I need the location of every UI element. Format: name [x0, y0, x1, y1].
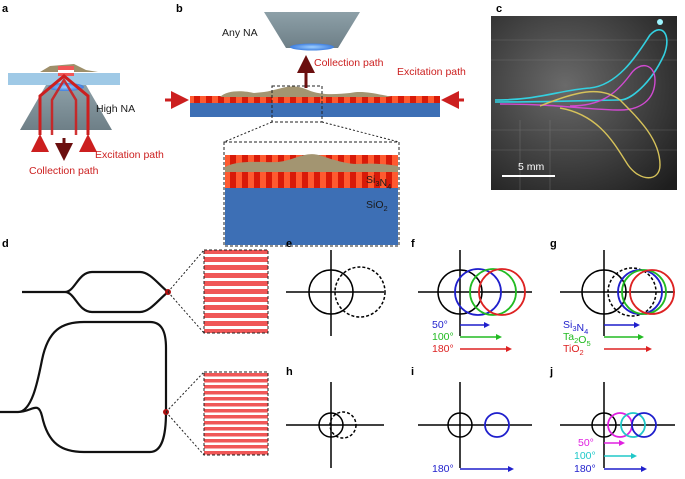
panel-i: i 180°: [411, 366, 532, 475]
zoom-inset: Si3N4 SiO2: [223, 141, 400, 247]
collection-label-a: Collection path: [29, 165, 99, 177]
panel-a: a High NA Excitation path Collection pat…: [2, 3, 164, 177]
panel-c: c 5 mm: [491, 3, 677, 190]
label-j-180: 180°: [574, 463, 596, 475]
label-tio2: TiO2: [563, 343, 584, 357]
core-label: Si3N4: [366, 174, 391, 191]
circle-180deg: [478, 268, 526, 316]
panel-label-i: i: [411, 366, 414, 378]
input-spot: [657, 19, 663, 25]
collection-label-b: Collection path: [314, 57, 384, 69]
label-100deg: 100°: [432, 331, 454, 343]
panel-d: d: [0, 238, 269, 456]
panel-label-f: f: [411, 238, 415, 250]
scale-label: 5 mm: [518, 161, 545, 173]
waveguide-core-strip: [190, 96, 440, 103]
panel-label-c: c: [496, 3, 502, 15]
panel-label-a: a: [2, 3, 9, 15]
circle-tio2: [629, 269, 675, 315]
any-na-objective: [264, 12, 360, 48]
interference-pattern-bottom: [203, 371, 269, 456]
panel-h: h: [286, 366, 384, 468]
panel-label-h: h: [286, 366, 293, 378]
circle-100deg: [469, 268, 517, 316]
panel-j: j 50° 100° 180°: [549, 366, 675, 475]
circle-ta2o5: [621, 269, 667, 315]
illumination-spot: [58, 66, 74, 76]
label-50deg: 50°: [432, 319, 448, 331]
panel-label-j: j: [549, 366, 553, 378]
panel-label-d: d: [2, 238, 9, 250]
chip-photo: [491, 16, 677, 190]
panel-label-e: e: [286, 238, 292, 250]
label-180deg: 180°: [432, 343, 454, 355]
panel-label-g: g: [550, 238, 557, 250]
sio2-layer: [225, 188, 398, 245]
zoom-box: [271, 85, 323, 123]
excitation-label-b: Excitation path: [397, 66, 466, 78]
substrate-strip: [190, 102, 440, 117]
panel-b: b Any NA Collection path Excitation path…: [165, 3, 466, 247]
circle-reference: [308, 269, 354, 315]
excitation-beam: [38, 74, 90, 135]
ring-waveguide-magenta: [499, 65, 656, 111]
label-i-180: 180°: [432, 463, 454, 475]
ring-waveguide-yellow: [539, 90, 661, 179]
panel-f: f 50° 100° 180°: [411, 238, 532, 355]
interference-pattern-top: [203, 249, 269, 334]
objective-label-b: Any NA: [222, 27, 258, 39]
label-j-50: 50°: [578, 437, 594, 449]
panel-label-b: b: [176, 3, 183, 15]
waveguide-interferometer-top: [22, 270, 170, 314]
excitation-label-a: Excitation path: [95, 149, 164, 161]
circle-j-100: [620, 412, 646, 438]
waveguide-interferometer-bottom: [0, 320, 168, 454]
circle-shifted: [334, 266, 386, 318]
label-si3n4: Si3N4: [563, 319, 588, 336]
circle-i-180: [484, 412, 510, 438]
substrate-label: SiO2: [366, 199, 388, 213]
panel-e: e: [286, 238, 386, 336]
circle-j-180: [631, 412, 657, 438]
objective-lens-b: [290, 43, 334, 51]
label-j-100: 100°: [574, 450, 596, 462]
cell-zoomed: [225, 154, 398, 172]
objective-label-a: High NA: [96, 103, 135, 115]
panel-g: g Si3N4 Ta2O5 TiO2: [550, 238, 675, 357]
cells-on-waveguide: [220, 86, 392, 97]
label-ta2o5: Ta2O5: [563, 331, 591, 348]
circle-50deg: [454, 268, 502, 316]
